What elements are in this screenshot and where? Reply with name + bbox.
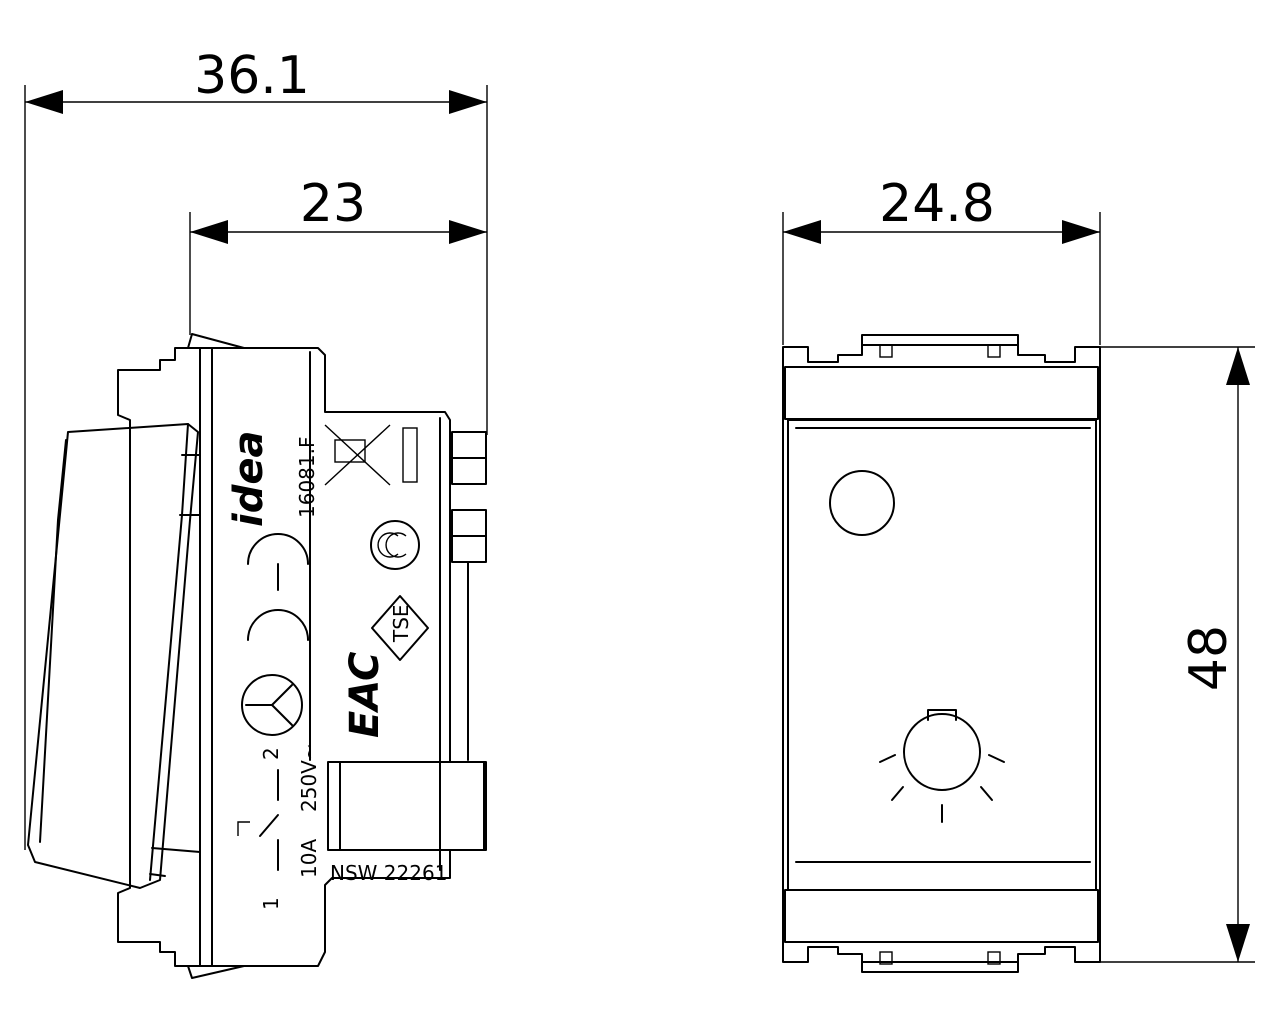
ce-mark-icon (247, 533, 309, 641)
rating-voltage: 250V~ (297, 743, 321, 812)
rating-current: 10A (297, 839, 321, 878)
light-bulb-icon (879, 709, 1005, 823)
wire-clamp (327, 761, 487, 851)
dimension-overall-depth: 36.1 (24, 46, 488, 850)
dimension-height: 48 (1100, 346, 1255, 963)
dimension-label-width: 24.8 (879, 174, 995, 234)
weee-bin-icon (324, 424, 391, 486)
dimension-label-overall-depth: 36.1 (194, 46, 310, 106)
model-code: 16081.F (295, 437, 319, 518)
module-outline (782, 334, 1101, 973)
rocker-profile (27, 423, 201, 889)
side-view: 36.1 23 (24, 46, 488, 979)
brand-logo: idea (226, 431, 272, 527)
dimension-label-body-depth: 23 (300, 174, 366, 234)
dimension-body-depth: 23 (189, 174, 487, 335)
switch-symbol-icon (237, 769, 279, 871)
standard-code: NSW 22261 (330, 861, 447, 885)
terminal-label-1: 1 (259, 897, 283, 910)
dimension-label-height: 48 (1179, 625, 1239, 691)
indicator-lens-icon (829, 470, 895, 536)
rocker-face (787, 419, 1097, 891)
housing-markings: idea 16081.F (226, 424, 447, 910)
terminal-label-2: 2 (259, 747, 283, 760)
approval-circle-icon (241, 674, 303, 736)
svg-text:TSE: TSE (389, 604, 413, 643)
eac-mark: EAC (342, 652, 388, 738)
front-view: 24.8 48 (782, 174, 1255, 973)
certification-circle-icon (370, 520, 420, 570)
front-frame (117, 333, 245, 979)
weee-bar-icon (402, 427, 418, 483)
tse-mark-icon: TSE (371, 595, 429, 661)
terminal-screws (451, 431, 487, 761)
dimension-width: 24.8 (782, 174, 1101, 345)
